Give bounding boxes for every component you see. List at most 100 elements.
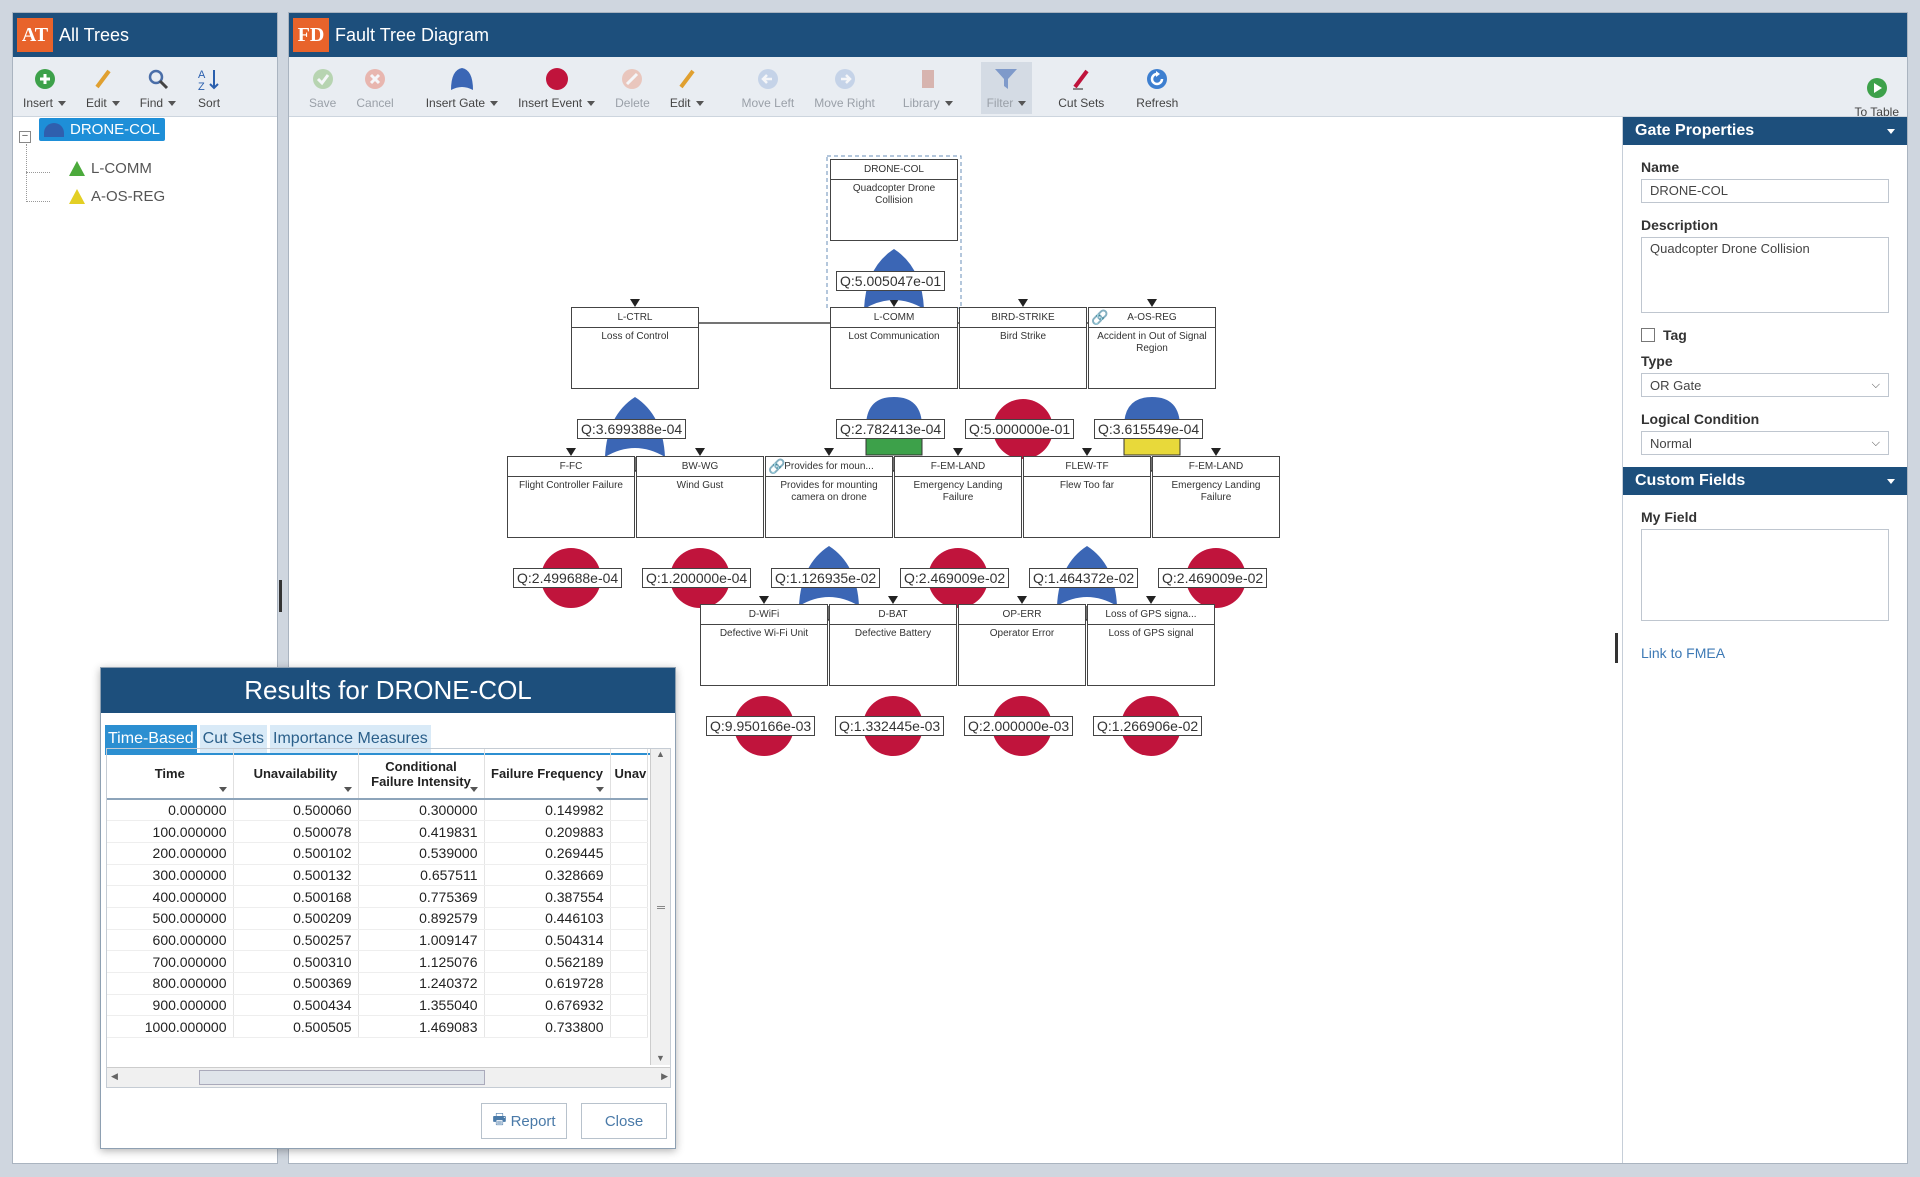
table-row[interactable]: 200.0000000.5001020.5390000.269445 bbox=[107, 842, 647, 864]
column-header[interactable]: Failure Frequency bbox=[484, 749, 610, 799]
table-row[interactable]: 700.0000000.5003101.1250760.562189 bbox=[107, 951, 647, 973]
right-splitter-handle[interactable] bbox=[1615, 633, 1618, 663]
column-header[interactable]: Conditional Failure Intensity bbox=[358, 749, 484, 799]
fault-tree-title: Fault Tree Diagram bbox=[335, 25, 489, 46]
chevron-down-icon: ⌵ bbox=[1872, 437, 1880, 450]
column-header[interactable]: Time bbox=[107, 749, 233, 799]
type-select[interactable]: OR Gate⌵ bbox=[1641, 373, 1889, 397]
edit-button[interactable]: Edit bbox=[86, 66, 120, 110]
probability-label: Q:5.005047e-01 bbox=[836, 271, 945, 291]
tree-item-child[interactable]: L-COMM bbox=[69, 160, 152, 177]
table-row[interactable]: 900.0000000.5004341.3550400.676932 bbox=[107, 994, 647, 1016]
gate-properties-header[interactable]: Gate Properties bbox=[1623, 117, 1907, 145]
insert-event-button[interactable]: Insert Event bbox=[518, 66, 595, 110]
play-icon bbox=[1864, 75, 1890, 101]
table-row[interactable]: 300.0000000.5001320.6575110.328669 bbox=[107, 864, 647, 886]
fault-tree-node[interactable]: OP-ERROperator Error bbox=[958, 604, 1086, 686]
my-field-input[interactable] bbox=[1641, 529, 1889, 621]
sort-caret-icon bbox=[470, 787, 478, 792]
tree-item-root[interactable]: DRONE-COL bbox=[39, 118, 165, 141]
move-right-button[interactable]: Move Right bbox=[814, 66, 875, 110]
refresh-button[interactable]: Refresh bbox=[1136, 66, 1178, 110]
column-header[interactable]: Unav bbox=[610, 749, 647, 799]
fault-tree-node[interactable]: DRONE-COLQuadcopter Drone Collision bbox=[830, 159, 958, 241]
toolbar-label: Cut Sets bbox=[1058, 96, 1104, 110]
all-trees-title: All Trees bbox=[59, 25, 129, 46]
insert-gate-button[interactable]: Insert Gate bbox=[426, 66, 498, 110]
table-cell: 0.500434 bbox=[233, 994, 358, 1016]
edit-icon bbox=[90, 66, 116, 92]
fault-tree-node[interactable]: F-FCFlight Controller Failure bbox=[507, 456, 635, 538]
tag-checkbox[interactable] bbox=[1641, 328, 1655, 342]
table-cell bbox=[610, 929, 647, 951]
table-cell: 1.009147 bbox=[358, 929, 484, 951]
scroll-thumb[interactable] bbox=[199, 1070, 485, 1085]
link-icon[interactable]: 🔗 bbox=[1091, 309, 1108, 326]
save-button[interactable]: Save bbox=[309, 66, 336, 110]
caret-down-icon bbox=[112, 101, 120, 106]
sort-button[interactable]: AZSort bbox=[196, 66, 222, 110]
fault-tree-node[interactable]: Loss of GPS signa...Loss of GPS signal bbox=[1087, 604, 1215, 686]
table-cell: 0.657511 bbox=[358, 864, 484, 886]
fault-tree-node[interactable]: F-EM-LANDEmergency Landing Failure bbox=[1152, 456, 1280, 538]
description-field[interactable]: Quadcopter Drone Collision bbox=[1641, 237, 1889, 313]
table-row[interactable]: 100.0000000.5000780.4198310.209883 bbox=[107, 821, 647, 843]
name-field[interactable]: DRONE-COL bbox=[1641, 179, 1889, 203]
chevron-down-icon: ⌵ bbox=[1872, 379, 1880, 392]
tree-collapse-toggle[interactable]: − bbox=[19, 131, 31, 143]
cancel-button[interactable]: Cancel bbox=[356, 66, 393, 110]
logical-condition-select[interactable]: Normal⌵ bbox=[1641, 431, 1889, 455]
node-description: Lost Communication bbox=[831, 328, 957, 346]
fault-tree-node[interactable]: D-WiFiDefective Wi-Fi Unit bbox=[700, 604, 828, 686]
caret-down-icon bbox=[696, 101, 704, 106]
report-button[interactable]: 🖶Report bbox=[481, 1103, 567, 1139]
table-cell: 1.125076 bbox=[358, 951, 484, 973]
fault-tree-node[interactable]: F-EM-LANDEmergency Landing Failure bbox=[894, 456, 1022, 538]
fault-tree-node[interactable]: D-BATDefective Battery bbox=[829, 604, 957, 686]
toolbar-label: Delete bbox=[615, 96, 650, 110]
tree-toolbar: Insert Edit Find AZSort bbox=[13, 57, 277, 117]
library-button[interactable]: Library bbox=[903, 66, 953, 110]
probability-label: Q:2.000000e-03 bbox=[964, 716, 1073, 736]
move-left-button[interactable]: Move Left bbox=[742, 66, 795, 110]
find-button[interactable]: Find bbox=[140, 66, 176, 110]
probability-label: Q:5.000000e-01 bbox=[965, 419, 1074, 439]
fault-tree-node[interactable]: L-CTRLLoss of Control bbox=[571, 307, 699, 389]
table-cell bbox=[610, 994, 647, 1016]
table-row[interactable]: 0.0000000.5000600.3000000.149982 bbox=[107, 799, 647, 821]
table-row[interactable]: 800.0000000.5003691.2403720.619728 bbox=[107, 973, 647, 995]
to-table-button[interactable]: To Table bbox=[1855, 75, 1899, 119]
insert-button[interactable]: Insert bbox=[23, 66, 66, 110]
cut-sets-button[interactable]: Cut Sets bbox=[1058, 66, 1104, 110]
column-header[interactable]: Unavailability bbox=[233, 749, 358, 799]
fault-tree-node[interactable]: BW-WGWind Gust bbox=[636, 456, 764, 538]
toolbar-label: Insert Event bbox=[518, 96, 595, 110]
table-cell: 0.892579 bbox=[358, 907, 484, 929]
filter-button[interactable]: Filter bbox=[981, 62, 1033, 114]
table-row[interactable]: 500.0000000.5002090.8925790.446103 bbox=[107, 907, 647, 929]
horizontal-scrollbar[interactable]: ◀ ▶ bbox=[107, 1067, 671, 1087]
link-to-fmea[interactable]: Link to FMEA bbox=[1641, 645, 1907, 661]
table-cell: 0.209883 bbox=[484, 821, 610, 843]
link-icon[interactable]: 🔗 bbox=[768, 458, 785, 475]
collapse-caret-icon bbox=[1887, 129, 1895, 134]
custom-fields-header[interactable]: Custom Fields bbox=[1623, 467, 1907, 495]
edit-button[interactable]: Edit bbox=[670, 66, 704, 110]
vertical-scrollbar[interactable]: ▲ ▼ bbox=[650, 749, 670, 1065]
table-cell: 100.000000 bbox=[107, 821, 233, 843]
cut-sets-icon bbox=[1068, 66, 1094, 92]
table-row[interactable]: 1000.0000000.5005051.4690830.733800 bbox=[107, 1016, 647, 1038]
close-button[interactable]: Close bbox=[581, 1103, 667, 1139]
left-splitter-handle[interactable] bbox=[279, 580, 282, 612]
delete-button[interactable]: Delete bbox=[615, 66, 650, 110]
toolbar-label: Filter bbox=[987, 96, 1027, 110]
table-row[interactable]: 400.0000000.5001680.7753690.387554 bbox=[107, 886, 647, 908]
tree-item-child[interactable]: A-OS-REG bbox=[69, 188, 165, 205]
toolbar-label: Insert Gate bbox=[426, 96, 498, 110]
table-row[interactable]: 600.0000000.5002571.0091470.504314 bbox=[107, 929, 647, 951]
table-cell bbox=[610, 821, 647, 843]
fault-tree-node[interactable]: BIRD-STRIKEBird Strike bbox=[959, 307, 1087, 389]
node-id: D-WiFi bbox=[701, 605, 827, 625]
fault-tree-node[interactable]: FLEW-TFFlew Too far bbox=[1023, 456, 1151, 538]
fault-tree-node[interactable]: L-COMMLost Communication bbox=[830, 307, 958, 389]
